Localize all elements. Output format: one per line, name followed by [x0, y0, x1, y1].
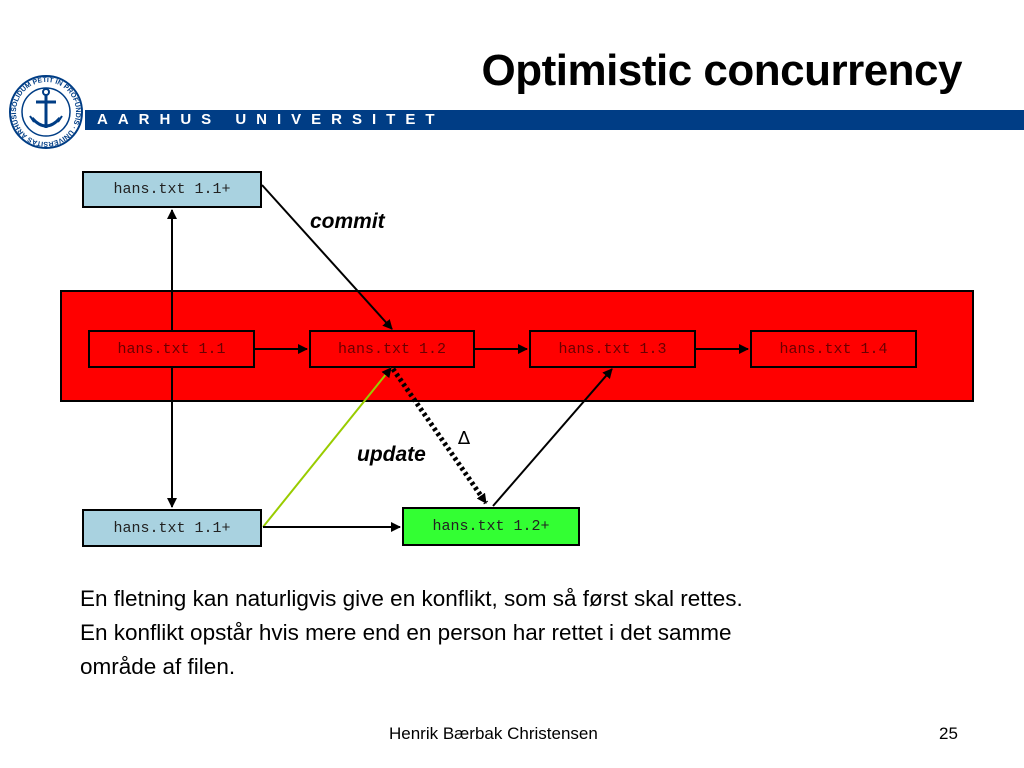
body-line-1: En fletning kan naturligvis give en konf… — [80, 586, 743, 611]
repo-version-1-4: hans.txt 1.4 — [750, 330, 917, 368]
update-label: update — [357, 443, 426, 466]
repo-version-1-3: hans.txt 1.3 — [529, 330, 696, 368]
university-seal-icon: SOLIDUM PETIT IN PROFUNDIS · UNIVERSITAS… — [8, 74, 83, 149]
page-number: 25 — [939, 724, 958, 743]
repo-version-1-1: hans.txt 1.1 — [88, 330, 255, 368]
delta-symbol: ∆ — [458, 428, 471, 449]
university-name: AARHUS UNIVERSITET — [97, 111, 445, 128]
merged-version-box: hans.txt 1.2+ — [402, 507, 580, 546]
workspace-bottom-box: hans.txt 1.1+ — [82, 509, 262, 547]
repo-version-1-2: hans.txt 1.2 — [309, 330, 475, 368]
body-line-3: område af filen. — [80, 654, 236, 679]
body-line-2: En konflikt opstår hvis mere end en pers… — [80, 620, 732, 645]
page-title: Optimistic concurrency — [481, 46, 963, 95]
workspace-top-box: hans.txt 1.1+ — [82, 171, 262, 208]
body-text: En fletning kan naturligvis give en konf… — [80, 582, 950, 684]
commit-label: commit — [310, 210, 385, 233]
university-banner: AARHUS UNIVERSITET — [85, 110, 1024, 130]
footer-author: Henrik Bærbak Christensen — [389, 724, 598, 743]
